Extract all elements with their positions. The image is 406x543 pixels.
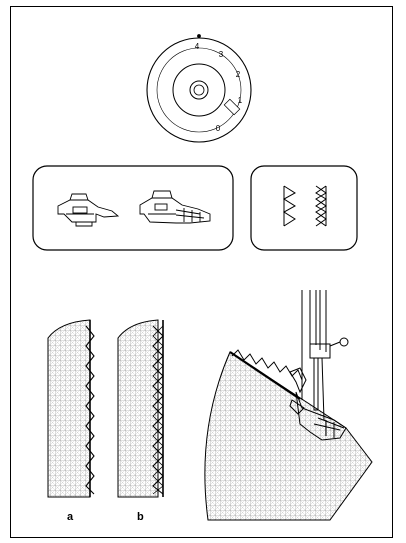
overcast-presser-foot-icon [139,190,211,224]
three-step-zigzag-stitch-icon [283,185,296,227]
zigzag-presser-foot-icon [57,193,120,227]
dial-number-3: 3 [219,50,224,59]
dial-number-4: 4 [195,42,200,51]
dial-knob [172,63,226,117]
dial-marker [223,98,241,116]
dial-scale-ring [156,47,242,133]
stitch-line-a [85,325,95,495]
stitch-width-dial [146,34,252,143]
panel-label-b: b [137,511,144,523]
fabric-sample-a [47,319,95,498]
double-overlock-stitch-icon [315,185,327,227]
stitch-pattern-box [250,165,358,251]
dial-number-0: 0 [216,124,221,133]
sewing-in-progress-illustration [204,290,373,521]
presser-foot-box [32,165,234,251]
dial-hub [189,80,209,100]
dial-outer-ring [146,37,252,143]
panel-label-a: a [67,511,74,523]
fabric-sample-b [117,319,164,498]
dial-number-1: 1 [238,96,243,105]
dial-center [193,84,205,96]
dial-index-dot [197,34,201,38]
page-frame [10,6,393,538]
dial-number-2: 2 [236,70,241,79]
